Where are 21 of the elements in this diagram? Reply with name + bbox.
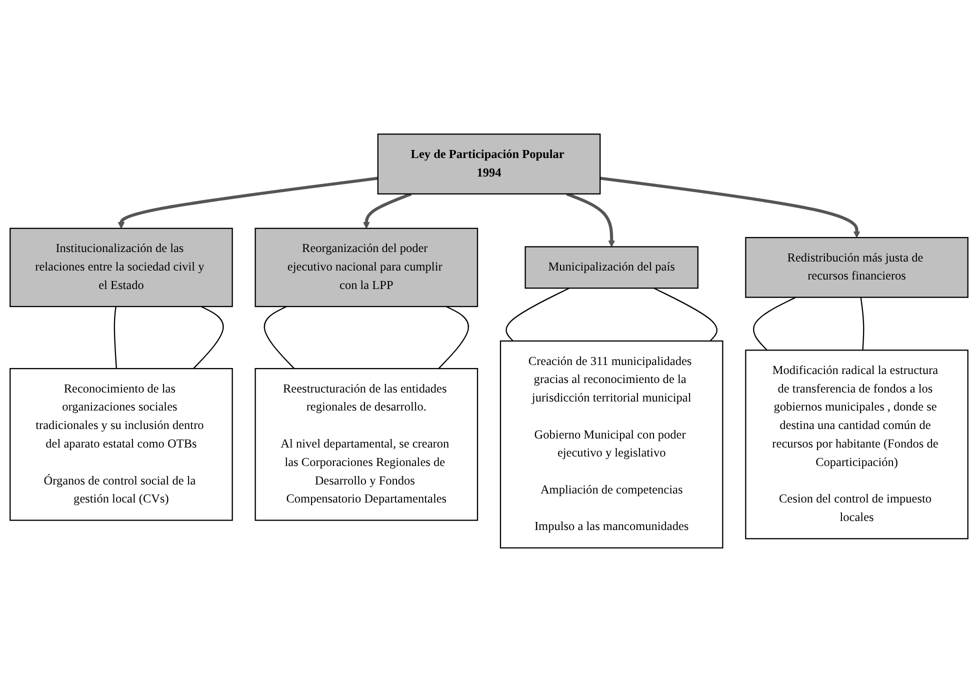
node-box: Creación de 311 municipalidades gracias al reconocimiento de la jurisdicción territorial municipal Gobierno Municipal con poder ejecutivo y legislativo Ampliación de competencias Impulso a las mancomunidades — [500, 340, 724, 548]
node-box: Reconocimiento de las organizaciones sociales tradicionales y su inclusión dentro del aparato estatal como OTBs Órganos de control social de la gestión local (CVs) — [10, 368, 233, 521]
connector — [860, 297, 864, 350]
node-box: Redistribución más justa de recursos financieros — [745, 237, 968, 298]
arrow — [566, 192, 615, 248]
node-box: Institucionalización de las relaciones entre la sociedad civil y el Estado — [10, 228, 233, 308]
connector — [264, 306, 295, 369]
connector — [114, 306, 117, 369]
node-box: Reorganización del poder ejecutivo nacional para cumplir con la LPP — [254, 228, 478, 308]
arrow — [363, 192, 412, 229]
connector — [438, 306, 469, 369]
connector — [506, 288, 570, 342]
connector — [193, 306, 224, 369]
connector — [753, 296, 796, 351]
node-box: Reestructuración de las entidades regionales de desarrollo. Al nivel departamental, se crearon las Corporaciones Regionales de Desarrollo y Fondos Compensatorio Departamentales — [254, 368, 478, 521]
arrow — [600, 176, 860, 238]
node-box: Modificación radical la estructura de transferencia de fondos a los gobiernos municipales , donde se destina una cantidad común de recursos por habitante (Fondos de Coparticipación) Cesion del control de impuesto locales — [745, 350, 968, 540]
node-box: Ley de Participación Popular 1994 — [377, 134, 601, 194]
connector — [654, 288, 718, 342]
node-box: Municipalización del país — [524, 246, 698, 289]
arrow — [118, 176, 378, 229]
